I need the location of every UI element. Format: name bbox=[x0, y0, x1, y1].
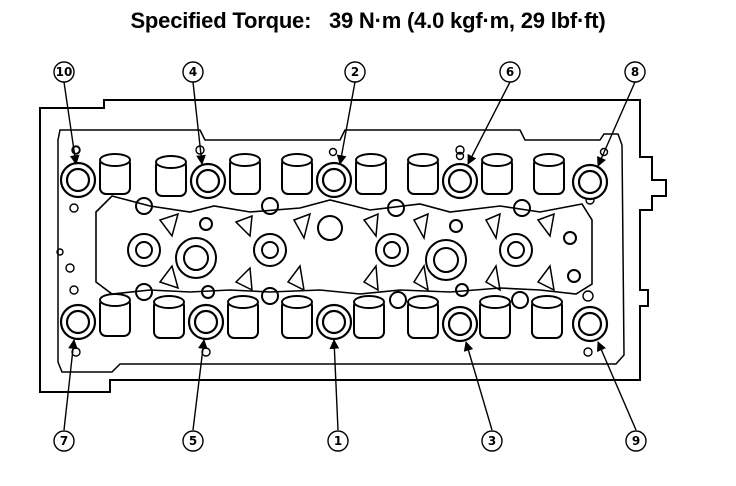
head-outline bbox=[39, 99, 667, 393]
plug-bosses bbox=[127, 197, 581, 309]
callout-bottom-7: 7 bbox=[53, 430, 75, 452]
callout-top-8: 8 bbox=[624, 61, 646, 83]
bolt-3 bbox=[441, 305, 479, 343]
triangular-webs bbox=[158, 212, 555, 292]
valve-lifters-bottom bbox=[99, 293, 563, 339]
callout-number: 9 bbox=[632, 434, 640, 448]
callout-bottom-5: 5 bbox=[182, 430, 204, 452]
callout-top-10: 10 bbox=[53, 61, 75, 83]
bolt-2 bbox=[315, 161, 353, 199]
callout-bottom-9: 9 bbox=[625, 430, 647, 452]
callout-number: 10 bbox=[56, 65, 73, 79]
leader-lines bbox=[63, 81, 637, 431]
torque-specification-title: Specified Torque: 39 N·m (4.0 kgf·m, 29 … bbox=[130, 8, 606, 33]
callout-top-4: 4 bbox=[182, 61, 204, 83]
bolt-6 bbox=[441, 162, 479, 200]
callout-top-6: 6 bbox=[499, 61, 521, 83]
bolt-5 bbox=[187, 303, 225, 341]
callout-number: 1 bbox=[334, 434, 342, 448]
callout-number: 7 bbox=[60, 434, 68, 448]
bolt-4 bbox=[189, 162, 227, 200]
bolt-1 bbox=[315, 303, 353, 341]
callout-number: 5 bbox=[189, 434, 197, 448]
callout-number: 2 bbox=[351, 65, 359, 79]
callout-number: 3 bbox=[488, 434, 496, 448]
callout-bottom-3: 3 bbox=[481, 430, 503, 452]
callout-number: 4 bbox=[189, 65, 197, 79]
center-web bbox=[95, 195, 593, 295]
inner-outline bbox=[57, 129, 625, 373]
bolt-7 bbox=[59, 303, 97, 341]
callout-number: 8 bbox=[631, 65, 639, 79]
valve-lifters-top bbox=[99, 153, 565, 197]
callout-top-2: 2 bbox=[344, 61, 366, 83]
bolt-8 bbox=[571, 163, 609, 201]
head-bolts bbox=[59, 161, 609, 343]
bolt-9 bbox=[571, 305, 609, 343]
callout-bottom-1: 1 bbox=[327, 430, 349, 452]
bolt-10 bbox=[59, 161, 97, 199]
callout-number: 6 bbox=[506, 65, 514, 79]
